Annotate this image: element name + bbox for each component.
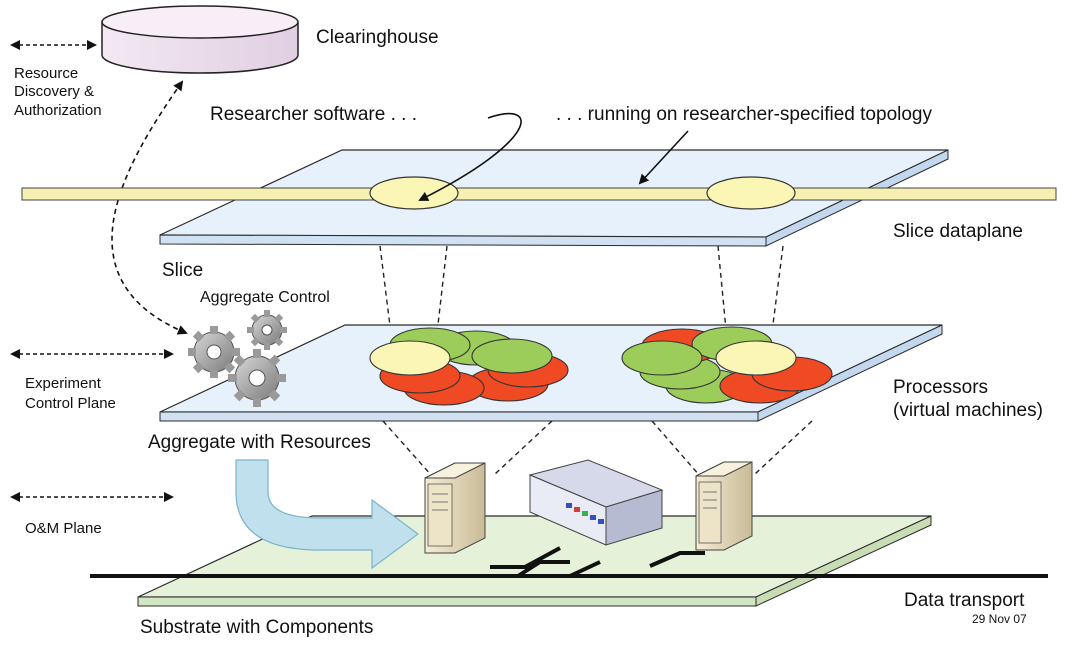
aggregate-with-resources-label: Aggregate with Resources [148,432,371,453]
server-tower-icon [695,461,753,551]
slice-mapping-lines [379,245,784,343]
topology-arrow [638,130,689,185]
database-cylinder-icon [101,5,299,74]
curved-arrow-icon [235,459,420,570]
slice-dataplane-edge [159,234,767,247]
slice-dataplane-label: Slice dataplane [893,221,1023,242]
experiment-control-plane-label: Experiment Control Plane [25,375,116,412]
aggregate-control-label: Aggregate Control [200,289,330,306]
network-switch-icon [528,459,664,546]
vm-cluster [621,326,833,404]
transport-links [490,546,705,578]
clearinghouse-to-control-arrow [111,80,188,335]
researcher-software-arrow [418,112,522,201]
resource-discovery-label: Resource Discovery & Authorization [14,65,102,119]
clearinghouse-label: Clearinghouse [316,27,439,48]
slice-node [706,176,796,210]
vm-cluster [369,327,569,406]
slice-node [369,176,459,210]
om-plane-label: O&M Plane [25,520,102,537]
gear-icon [188,310,287,407]
processor-mapping-lines [382,420,813,477]
data-transport-label: Data transport [904,590,1025,611]
date-label: 29 Nov 07 [972,612,1027,626]
topology-label: . . . running on researcher-specified to… [556,104,932,125]
server-tower-icon [424,462,486,554]
researcher-software-label: Researcher software . . . [210,104,417,125]
slice-label: Slice [162,260,204,281]
substrate-label: Substrate with Components [140,617,374,638]
dataplane-link [21,187,1057,201]
processors-label: Processors (virtual machines) [893,377,1043,422]
